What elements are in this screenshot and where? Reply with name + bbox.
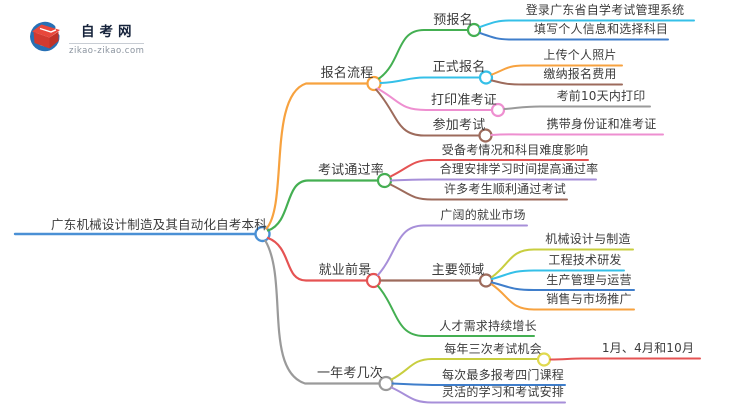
- leaf-jan-apr-oct: 1月、4月和10月: [601, 341, 695, 355]
- leaf-many-candidates-pass: 许多考生顺利通过考试: [443, 182, 566, 196]
- node-dot: [478, 273, 494, 288]
- leaf-affected-by-preparation: 受备考情况和科目难度影响: [441, 143, 589, 157]
- leaf-bring-id-and-ticket: 携带身份证和准考证: [546, 117, 657, 131]
- logo-separator: [69, 43, 145, 44]
- logo-text: 自考网 zikao-zikao.com: [69, 20, 145, 56]
- edges-branch-career: [266, 224, 635, 337]
- leaf-broad-job-market: 广阔的就业市场: [440, 208, 526, 222]
- root-edge: [13, 225, 271, 243]
- branch-pass-rate: 考试通过率: [317, 163, 384, 178]
- leaf-login-system: 登录广东省自学考试管理系统: [525, 3, 685, 17]
- node-dot: [478, 70, 494, 85]
- leaf-talent-demand-growing: 人才需求持续增长: [439, 319, 537, 333]
- leaf-max-four-courses: 每次最多报考四门课程: [441, 368, 564, 382]
- leaf-arrange-study-time: 合理安排学习时间提高通过率: [439, 162, 599, 176]
- site-logo: 自考网 zikao-zikao.com: [27, 20, 145, 56]
- branch-exams-per-year: 一年考几次: [316, 366, 383, 381]
- edges-branch-exam-frequency: [264, 239, 701, 404]
- leaf-mechanical-design-manufacturing: 机械设计与制造: [545, 232, 631, 246]
- node-formal-registration: 正式报名: [432, 60, 486, 75]
- branch-career-prospects: 就业前景: [318, 263, 372, 278]
- leaf-pay-fee: 缴纳报名费用: [543, 67, 617, 81]
- branch-registration-process: 报名流程: [320, 66, 374, 81]
- edges-branch-pass-rate: [266, 159, 597, 232]
- node-main-fields: 主要领域: [431, 263, 485, 278]
- logo-graduation-cap-icon: [30, 21, 60, 52]
- node-pre-registration: 预报名: [433, 13, 473, 28]
- node-three-exams-per-year: 每年三次考试机会: [444, 342, 542, 356]
- node-dot: [490, 102, 506, 118]
- leaf-flexible-schedule: 灵活的学习和考试安排: [441, 385, 564, 399]
- logo-domain: zikao-zikao.com: [69, 46, 145, 56]
- node-take-exam: 参加考试: [432, 118, 486, 133]
- leaf-production-management: 生产管理与运营: [546, 273, 632, 287]
- root-node-dot: [254, 225, 271, 243]
- leaf-upload-photo: 上传个人照片: [543, 48, 617, 62]
- leaf-fill-info-choose-subjects: 填写个人信息和选择科目: [533, 22, 669, 36]
- node-dot: [466, 22, 482, 38]
- edges-branch-registration: [265, 19, 695, 230]
- leaf-sales-marketing: 销售与市场推广: [546, 292, 632, 306]
- root-topic: 广东机械设计制造及其自动化自考本科: [51, 217, 267, 232]
- logo-title: 自考网: [80, 24, 137, 40]
- node-print-admission-ticket: 打印准考证: [430, 93, 497, 108]
- leaf-engineering-rd: 工程技术研发: [548, 253, 622, 267]
- leaf-print-within-10-days: 考前10天内打印: [556, 89, 646, 103]
